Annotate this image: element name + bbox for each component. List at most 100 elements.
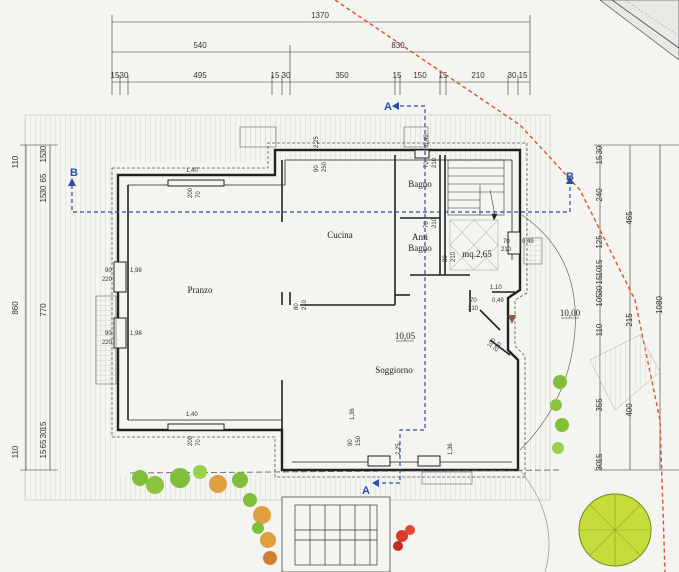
property-line <box>334 0 666 572</box>
dim-right: 105 <box>595 293 604 307</box>
dim-right: 215 <box>625 313 634 327</box>
dim-seg: 30 <box>282 71 291 80</box>
flowers-red <box>393 525 415 551</box>
dim-right: 30 <box>595 461 604 470</box>
opening-note: 220 <box>102 340 113 346</box>
steps-top-left <box>239 126 277 148</box>
terrain-top-right <box>599 0 679 61</box>
dim-left-block: 540 <box>193 41 207 50</box>
section-b-left-label: B <box>70 167 78 179</box>
dim-overall: 1370 <box>311 11 329 20</box>
dim-right: 15 <box>595 155 604 164</box>
right-dimensions <box>594 144 679 471</box>
exterior-steps <box>95 126 543 485</box>
window-pranzo-top <box>167 179 225 187</box>
dim-right: 30 <box>595 145 604 154</box>
opening-note: 210 <box>501 247 512 253</box>
dim-right-block: 830 <box>391 41 405 50</box>
dim-seg: 15 <box>111 71 120 80</box>
stair-arrow-icon <box>491 213 498 221</box>
steps-left <box>95 295 117 385</box>
dim-left: 15 <box>39 421 48 430</box>
window-pranzo-bottom <box>167 423 225 431</box>
section-line-b <box>71 183 571 213</box>
room-label-antibagno-1: Anti <box>412 232 429 242</box>
dim-left: 15 <box>39 153 48 162</box>
opening-note: 70 <box>196 191 202 198</box>
level-exterior: 10,00 <box>560 308 581 318</box>
section-a-top-arrow-icon <box>392 102 399 110</box>
opening-note: 210 <box>451 251 457 262</box>
stair-landing-tiles <box>449 219 499 271</box>
right-dimension-labels: 30 15 240 125 465 15 10 15 30 105 215 10… <box>595 145 664 470</box>
opening-note: 210 <box>468 306 479 312</box>
window-soggiorno-bottom-1 <box>367 455 391 467</box>
dim-left: 15 <box>39 449 48 458</box>
opening-note: 210 <box>432 217 438 228</box>
level-marker-icon <box>508 315 516 324</box>
dim-right: 15 <box>595 275 604 284</box>
opening-note: 0,49 <box>424 134 430 146</box>
opening-note: 100 <box>487 337 498 349</box>
dim-seg: 15 <box>519 71 528 80</box>
opening-note: 1,98 <box>130 268 142 274</box>
dim-left: 65 <box>39 173 48 182</box>
internal-staircase <box>447 159 505 221</box>
dim-seg: 30 <box>120 71 129 80</box>
dim-right: 15 <box>595 453 604 462</box>
dim-seg: 15 <box>393 71 402 80</box>
area-label-stair: mq.2,65 <box>462 249 492 259</box>
dim-left: 110 <box>11 445 20 458</box>
opening-note: 1,36 <box>448 443 454 455</box>
dim-left: 110 <box>11 155 20 168</box>
section-b-right-arrow-icon <box>566 176 574 184</box>
inner-wall-lines <box>128 159 513 463</box>
steps-top-right <box>403 126 429 148</box>
opening-note: 250 <box>322 161 328 172</box>
garden-path-curve <box>519 469 550 572</box>
windows <box>113 149 521 467</box>
dim-right: 125 <box>595 235 604 249</box>
shrubs-left <box>132 465 277 565</box>
dim-seg: 30 <box>508 71 517 80</box>
section-a-bottom-arrow-icon <box>372 479 379 487</box>
opening-note: 0,49 <box>522 239 534 245</box>
dim-left: 30 <box>39 145 48 154</box>
dim-right: 240 <box>595 188 604 202</box>
left-dimensions <box>20 144 58 471</box>
dim-seg: 495 <box>193 71 207 80</box>
dim-right: 465 <box>625 211 634 225</box>
interior-walls <box>127 155 515 462</box>
tree-branches <box>579 494 651 566</box>
opening-note: 80 <box>443 255 449 262</box>
section-lines <box>71 105 571 484</box>
opening-note: 210 <box>432 157 438 168</box>
level-interior: 10,05 <box>395 331 416 341</box>
dim-right: 110 <box>595 323 604 336</box>
opening-note: 200 <box>188 187 194 198</box>
right-paving <box>589 334 661 411</box>
opening-note: 1,98 <box>130 331 142 337</box>
dim-left: 860 <box>11 301 20 315</box>
room-label-soggiorno: Soggiorno <box>375 365 413 375</box>
dim-right: 400 <box>625 403 634 417</box>
dim-right: 30 <box>595 285 604 294</box>
room-label-cucina: Cucina <box>327 230 353 240</box>
opening-note: 70 <box>503 239 510 245</box>
window-pranzo-left-1 <box>113 261 127 293</box>
opening-note: 70 <box>470 298 477 304</box>
top-dimensions <box>111 15 531 95</box>
dim-left: 15 <box>39 193 48 202</box>
room-label-antibagno-2: Bagno <box>408 243 432 253</box>
left-dimension-labels: 110 30 15 65 30 15 860 770 15 30 65 15 1… <box>11 145 48 458</box>
opening-note: 2,25 <box>314 136 320 148</box>
section-b-right-label: B <box>566 171 574 183</box>
exterior-staircase-bottom <box>281 496 391 572</box>
dim-left: 30 <box>39 185 48 194</box>
room-label-bagno: Bagno <box>408 179 432 189</box>
opening-note: 200 <box>188 435 194 446</box>
dim-left: 30 <box>39 429 48 438</box>
opening-note: 70 <box>424 161 430 168</box>
opening-note: 2,25 <box>396 443 402 455</box>
opening-note: 150 <box>356 435 362 446</box>
